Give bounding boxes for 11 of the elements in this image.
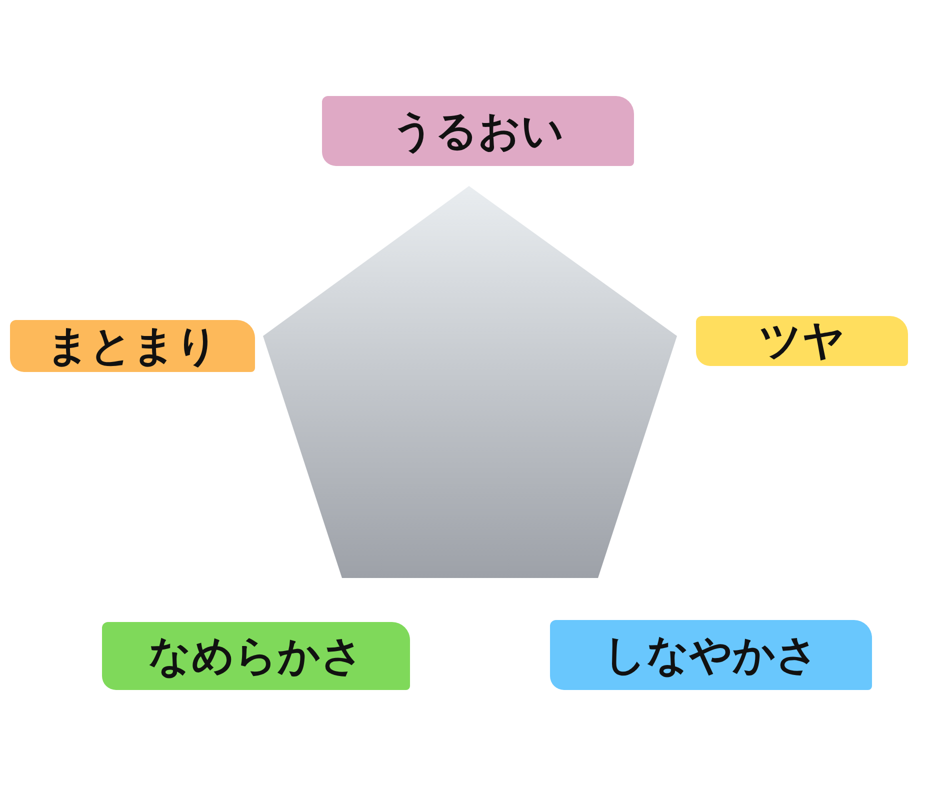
node-label: なめらかさ <box>148 630 364 682</box>
brush-stroke <box>102 622 410 690</box>
brush-stroke <box>696 316 908 366</box>
brush-stroke <box>10 320 255 372</box>
node-label: しなやかさ <box>604 629 818 681</box>
brush-stroke <box>322 96 634 166</box>
node-label: うるおい <box>392 105 564 157</box>
node-label: ツヤ <box>759 315 845 367</box>
brush-stroke <box>550 620 872 690</box>
node-label: まとまり <box>46 320 218 372</box>
pentagon <box>263 186 677 578</box>
